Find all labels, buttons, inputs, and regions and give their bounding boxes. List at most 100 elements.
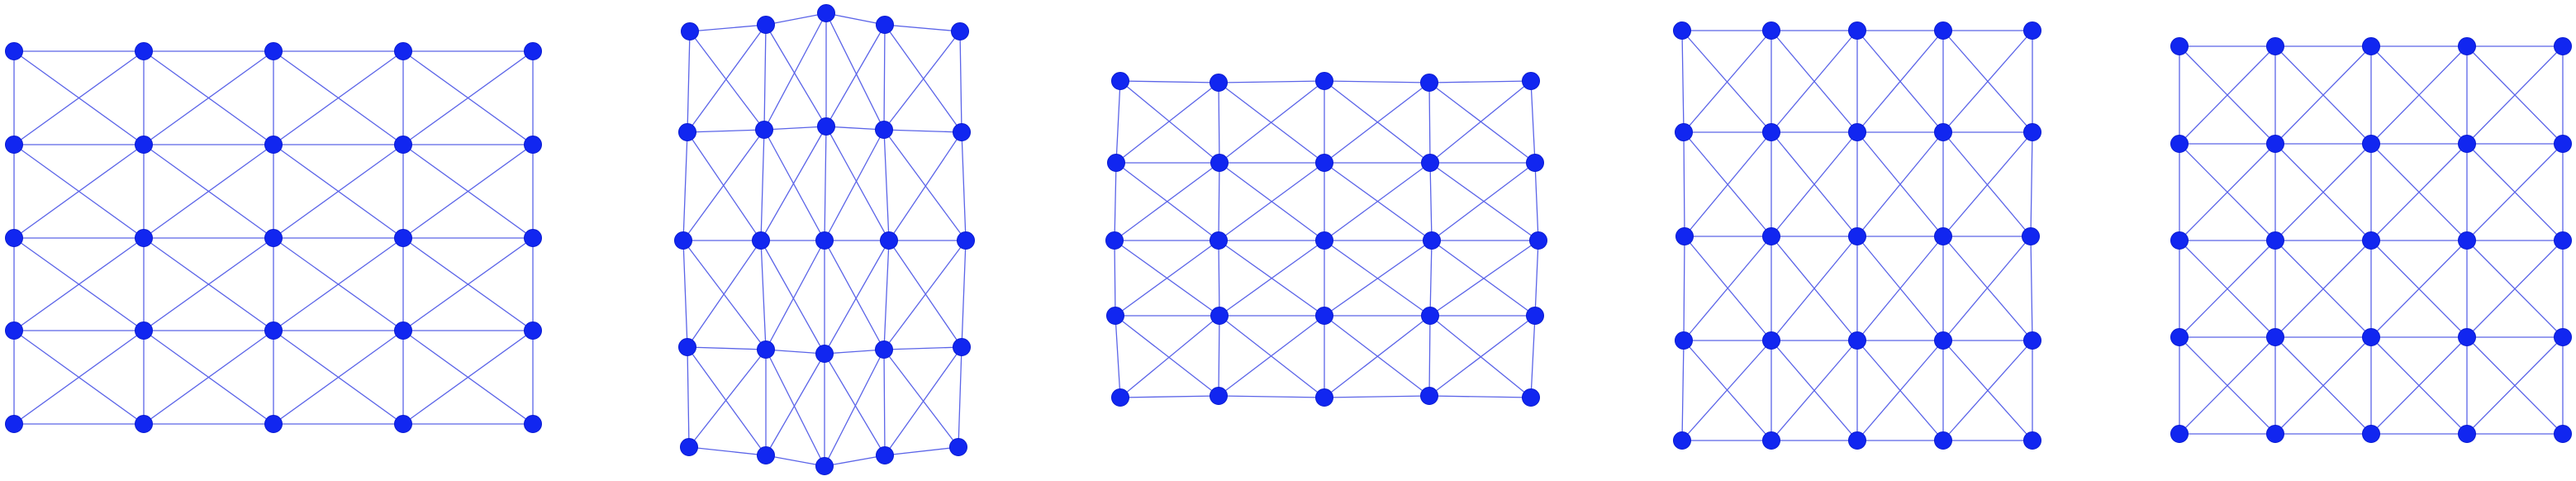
graph-node xyxy=(1522,388,1540,407)
graph-node xyxy=(2266,425,2284,443)
edge-diagonal xyxy=(1942,30,2033,133)
edge-diagonal xyxy=(1119,315,1220,398)
edge-diagonal xyxy=(2179,143,2276,241)
edge-diagonal xyxy=(825,24,886,127)
graph-node xyxy=(1934,227,1952,245)
edge-diagonal xyxy=(2466,45,2564,145)
edge-diagonal xyxy=(824,349,885,467)
edge-diagonal xyxy=(143,144,274,239)
graph-node xyxy=(1315,307,1333,325)
edge-horizontal xyxy=(1428,395,1532,398)
edge-diagonal xyxy=(1114,162,1220,241)
edge-vertical xyxy=(1683,236,1685,341)
edge-horizontal xyxy=(765,12,827,26)
edge-horizontal xyxy=(883,129,962,133)
graph-node xyxy=(681,22,699,40)
graph-node xyxy=(1210,154,1229,172)
graph-node xyxy=(757,446,775,464)
graph-node xyxy=(1673,431,1691,450)
edge-diagonal xyxy=(687,240,762,348)
edge-vertical xyxy=(1428,82,1431,164)
graph-node xyxy=(678,338,696,356)
edge-horizontal xyxy=(1428,80,1532,83)
graph-node xyxy=(815,457,834,475)
graph-node xyxy=(264,415,283,433)
graph-node xyxy=(757,341,775,359)
edge-vertical xyxy=(2030,131,2033,237)
graph-5-edges xyxy=(2179,45,2564,435)
edge-diagonal xyxy=(825,12,885,131)
graph-4-nodes xyxy=(1673,21,2041,450)
graph-2-edges xyxy=(682,12,967,467)
edge-diagonal xyxy=(1324,162,1431,241)
edge-diagonal xyxy=(1431,162,1536,241)
edge-diagonal xyxy=(1428,82,1536,164)
edge-diagonal xyxy=(824,353,886,456)
graph-node xyxy=(5,415,23,433)
edge-diagonal xyxy=(1942,236,2032,341)
edge-diagonal xyxy=(760,240,825,355)
graph-node xyxy=(1673,21,1691,40)
graph-node xyxy=(1762,227,1780,245)
edge-vertical xyxy=(1114,162,1117,241)
edge-diagonal xyxy=(13,50,145,145)
edge-horizontal xyxy=(825,126,885,131)
edge-horizontal xyxy=(825,12,886,26)
edge-diagonal xyxy=(1115,240,1219,317)
graph-node xyxy=(949,438,967,456)
edge-diagonal xyxy=(1856,340,1944,441)
graph-2 xyxy=(674,4,975,475)
edge-diagonal xyxy=(1324,315,1430,397)
graph-node xyxy=(2458,425,2476,443)
graph-1-nodes xyxy=(5,42,542,433)
graph-node xyxy=(2554,135,2572,153)
graph-node xyxy=(2458,328,2476,346)
graph-node xyxy=(1111,72,1129,90)
edge-vertical xyxy=(1534,240,1539,317)
graph-node xyxy=(1315,154,1333,172)
edge-diagonal xyxy=(143,237,274,331)
edge-diagonal xyxy=(2370,336,2468,435)
edge-horizontal xyxy=(824,455,886,467)
graph-node xyxy=(875,341,893,359)
edge-vertical xyxy=(1530,80,1536,164)
edge-diagonal xyxy=(1770,340,1858,441)
edge-vertical xyxy=(961,240,967,348)
edge-diagonal xyxy=(13,330,145,425)
graph-node xyxy=(1421,307,1439,325)
graph-node xyxy=(2362,231,2380,250)
graph-node xyxy=(817,117,835,136)
edge-vertical xyxy=(763,24,767,131)
graph-node xyxy=(1105,231,1124,250)
graph-node xyxy=(674,231,692,250)
graph-3 xyxy=(1105,72,1547,407)
graph-node xyxy=(2458,231,2476,250)
edge-diagonal xyxy=(1770,131,1858,237)
edge-diagonal xyxy=(765,240,825,350)
edge-diagonal xyxy=(1428,315,1536,397)
edge-horizontal xyxy=(689,24,767,32)
edge-diagonal xyxy=(1218,162,1325,241)
graph-node xyxy=(1107,154,1125,172)
graph-node xyxy=(5,229,23,247)
edge-vertical xyxy=(1530,315,1536,398)
edge-diagonal xyxy=(143,330,274,425)
edge-diagonal xyxy=(2274,336,2372,435)
edge-diagonal xyxy=(687,346,767,456)
graph-node xyxy=(2554,231,2572,250)
edge-diagonal xyxy=(273,330,404,425)
graph-node xyxy=(953,338,971,356)
graph-node xyxy=(1675,331,1693,350)
edge-diagonal xyxy=(1429,240,1539,317)
graph-node xyxy=(2022,227,2040,245)
edge-diagonal xyxy=(2370,240,2468,338)
graph-node xyxy=(1675,227,1694,245)
edge-diagonal xyxy=(765,353,825,456)
graph-node xyxy=(2170,135,2189,153)
graph-node xyxy=(2266,231,2284,250)
edge-diagonal xyxy=(1683,30,1772,133)
graph-3-edges xyxy=(1114,80,1539,398)
edge-horizontal xyxy=(765,455,825,467)
